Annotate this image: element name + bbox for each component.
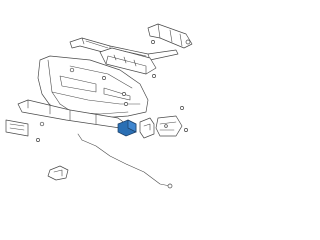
license-plate-bracket [5, 119, 29, 137]
sensor-retainer [139, 117, 155, 139]
clip-fastener [152, 74, 156, 78]
clip-fastener [180, 106, 184, 110]
parking-sensor-highlighted [117, 119, 137, 137]
wiring-harness [77, 133, 173, 189]
upper-reinforcement-beam [69, 37, 179, 61]
exploded-view [5, 23, 193, 189]
side-bracket-lower-right [155, 115, 183, 137]
clip-fastener [69, 67, 75, 73]
clip-fastener [39, 121, 45, 127]
parts-diagram [5, 23, 193, 189]
clip-fastener [36, 138, 40, 142]
tow-hook-cover [47, 165, 69, 181]
clip-fastener [124, 102, 128, 106]
side-bracket-top-right [147, 23, 193, 49]
clip-fastener [102, 76, 106, 80]
clip-fastener [151, 40, 155, 44]
energy-absorber [99, 47, 157, 75]
clip-fastener [184, 128, 188, 132]
clip-fastener [122, 92, 126, 96]
